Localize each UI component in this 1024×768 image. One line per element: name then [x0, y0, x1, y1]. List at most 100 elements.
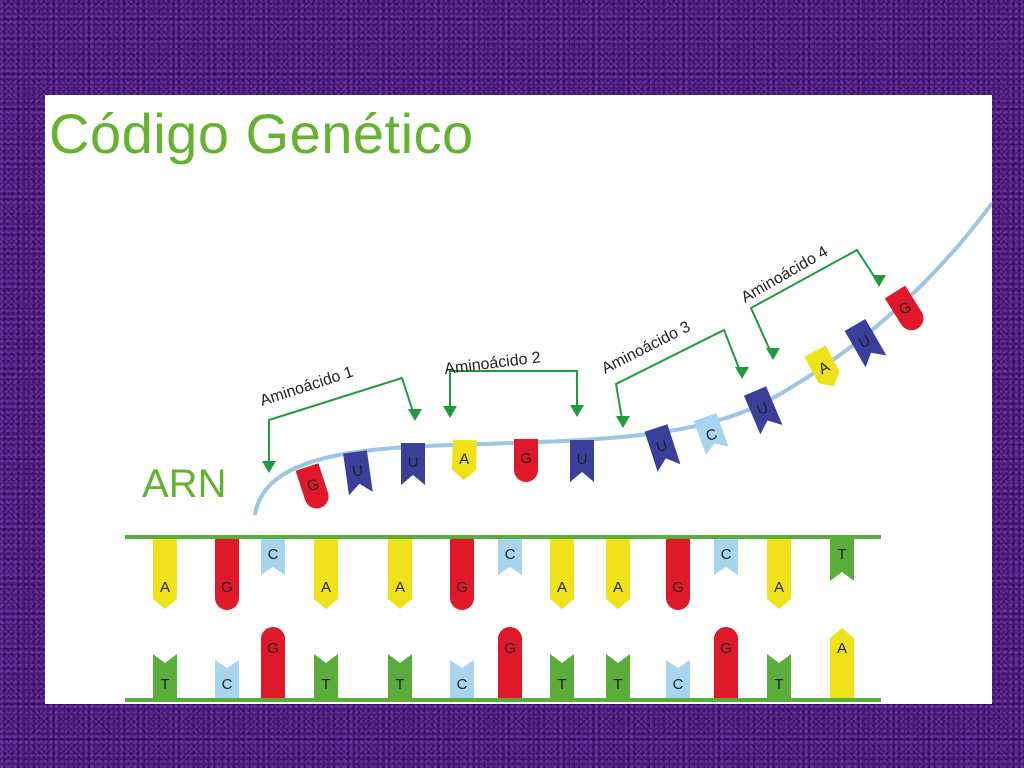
dna-base-shape	[314, 654, 338, 698]
dna-bottom-base: T	[550, 654, 574, 698]
rna-base-letter: U	[408, 454, 419, 471]
dna-base-letter: T	[557, 676, 566, 693]
dna-base-letter: G	[504, 640, 516, 657]
dna-base-shape	[767, 654, 791, 698]
dna-base-shape	[666, 539, 690, 610]
dna-base-letter: A	[160, 579, 170, 596]
rna-base-letter: U	[654, 437, 670, 457]
dna-bottom-base: A	[830, 628, 854, 698]
codon-label: Aminoácido 1	[258, 364, 356, 410]
dna-base-shape	[606, 654, 630, 698]
codon-bracket	[614, 328, 743, 426]
dna-top-base: A	[314, 539, 338, 609]
rna-base: G	[295, 463, 329, 509]
dna-base-letter: C	[673, 676, 684, 693]
dna-bottom-base: G	[261, 627, 285, 698]
dna-base-shape	[153, 539, 177, 609]
dna-top-base: C	[261, 539, 285, 575]
codon-label: Aminoácido 4	[739, 243, 832, 306]
arn-label: ARN	[142, 462, 226, 506]
dna-base-shape	[261, 627, 285, 698]
dna-top-base: A	[606, 539, 630, 609]
dna-base-letter: T	[837, 546, 846, 563]
dna-top-base: A	[388, 539, 412, 609]
dna-top-base: A	[550, 539, 574, 609]
dna-top-base: C	[714, 539, 738, 575]
rna-base: A	[804, 345, 840, 387]
dna-base-shape	[450, 539, 474, 610]
codon-bracket	[449, 370, 578, 415]
rna-base: G	[884, 285, 924, 331]
dna-base-letter: A	[837, 640, 847, 657]
dna-bottom-base: T	[767, 654, 791, 698]
arrow-head-icon	[570, 405, 584, 417]
codon-label: Aminoácido 2	[443, 349, 541, 378]
dna-base-shape	[388, 654, 412, 698]
dna-base-shape	[498, 539, 522, 575]
dna-base-shape	[215, 660, 239, 698]
rna-base: U	[570, 440, 594, 482]
rna-base-shape	[401, 443, 425, 485]
dna-bottom-base: C	[215, 660, 239, 698]
dna-base-letter: G	[672, 579, 684, 596]
arrow-head-icon	[872, 275, 886, 287]
dna-base-shape	[261, 539, 285, 575]
dna-base-letter: C	[505, 546, 516, 563]
diagram-title: Código Genético	[49, 102, 474, 165]
codon-bracket	[268, 376, 416, 470]
dna-base-shape	[550, 539, 574, 609]
dna-base-letter: G	[456, 579, 468, 596]
dna-base-letter: A	[557, 579, 567, 596]
dna-base-shape	[388, 539, 412, 609]
rna-base-shape	[884, 285, 924, 331]
dna-base-shape	[450, 660, 474, 698]
arrow-head-icon	[443, 406, 457, 418]
rna-base-letter: U	[351, 462, 364, 480]
rna-base-shape	[514, 439, 538, 482]
arrow-head-icon	[735, 367, 749, 379]
dna-base-letter: T	[321, 676, 330, 693]
dna-base-letter: A	[774, 579, 784, 596]
rna-base-shape	[844, 319, 887, 368]
dna-bottom-base: T	[314, 654, 338, 698]
arrow-head-icon	[616, 416, 630, 428]
dna-base-letter: C	[721, 546, 732, 563]
rna-base: U	[743, 386, 783, 435]
dna-base-shape	[314, 539, 338, 609]
dna-base-letter: T	[774, 676, 783, 693]
dna-base-letter: C	[268, 546, 279, 563]
dna-top-base: G	[450, 539, 474, 610]
dna-base-shape	[714, 627, 738, 698]
rna-base: U	[401, 443, 425, 485]
dna-base-shape	[606, 539, 630, 609]
dna-base-letter: A	[395, 579, 405, 596]
dna-base-letter: T	[160, 676, 169, 693]
dna-base-letter: T	[613, 676, 622, 693]
rna-base: U	[644, 424, 681, 472]
dna-base-shape	[153, 654, 177, 698]
rna-base-shape	[295, 463, 329, 509]
dna-base-shape	[550, 654, 574, 698]
codon-bracket	[749, 248, 880, 358]
rna-base: C	[693, 412, 729, 455]
rna-base: A	[451, 439, 477, 480]
dna-top-base: G	[215, 539, 239, 610]
dna-base-shape	[767, 539, 791, 609]
rna-base-shape	[343, 450, 373, 496]
rna-base-shape	[644, 424, 681, 472]
dna-top-base: T	[830, 539, 854, 581]
dna-base-shape	[666, 660, 690, 698]
rna-base-letter: G	[520, 450, 532, 467]
rna-base-shape	[743, 386, 783, 435]
rna-base-letter: A	[459, 451, 470, 468]
dna-base-shape	[714, 539, 738, 575]
dna-base-shape	[215, 539, 239, 610]
rna-base: U	[343, 450, 373, 496]
dna-top-base: A	[767, 539, 791, 609]
dna-base-letter: A	[321, 579, 331, 596]
rna-base-shape	[804, 345, 840, 387]
rna-base-letter: U	[577, 451, 588, 468]
rna-base-letter: G	[305, 476, 321, 496]
dna-bottom-base: C	[666, 660, 690, 698]
